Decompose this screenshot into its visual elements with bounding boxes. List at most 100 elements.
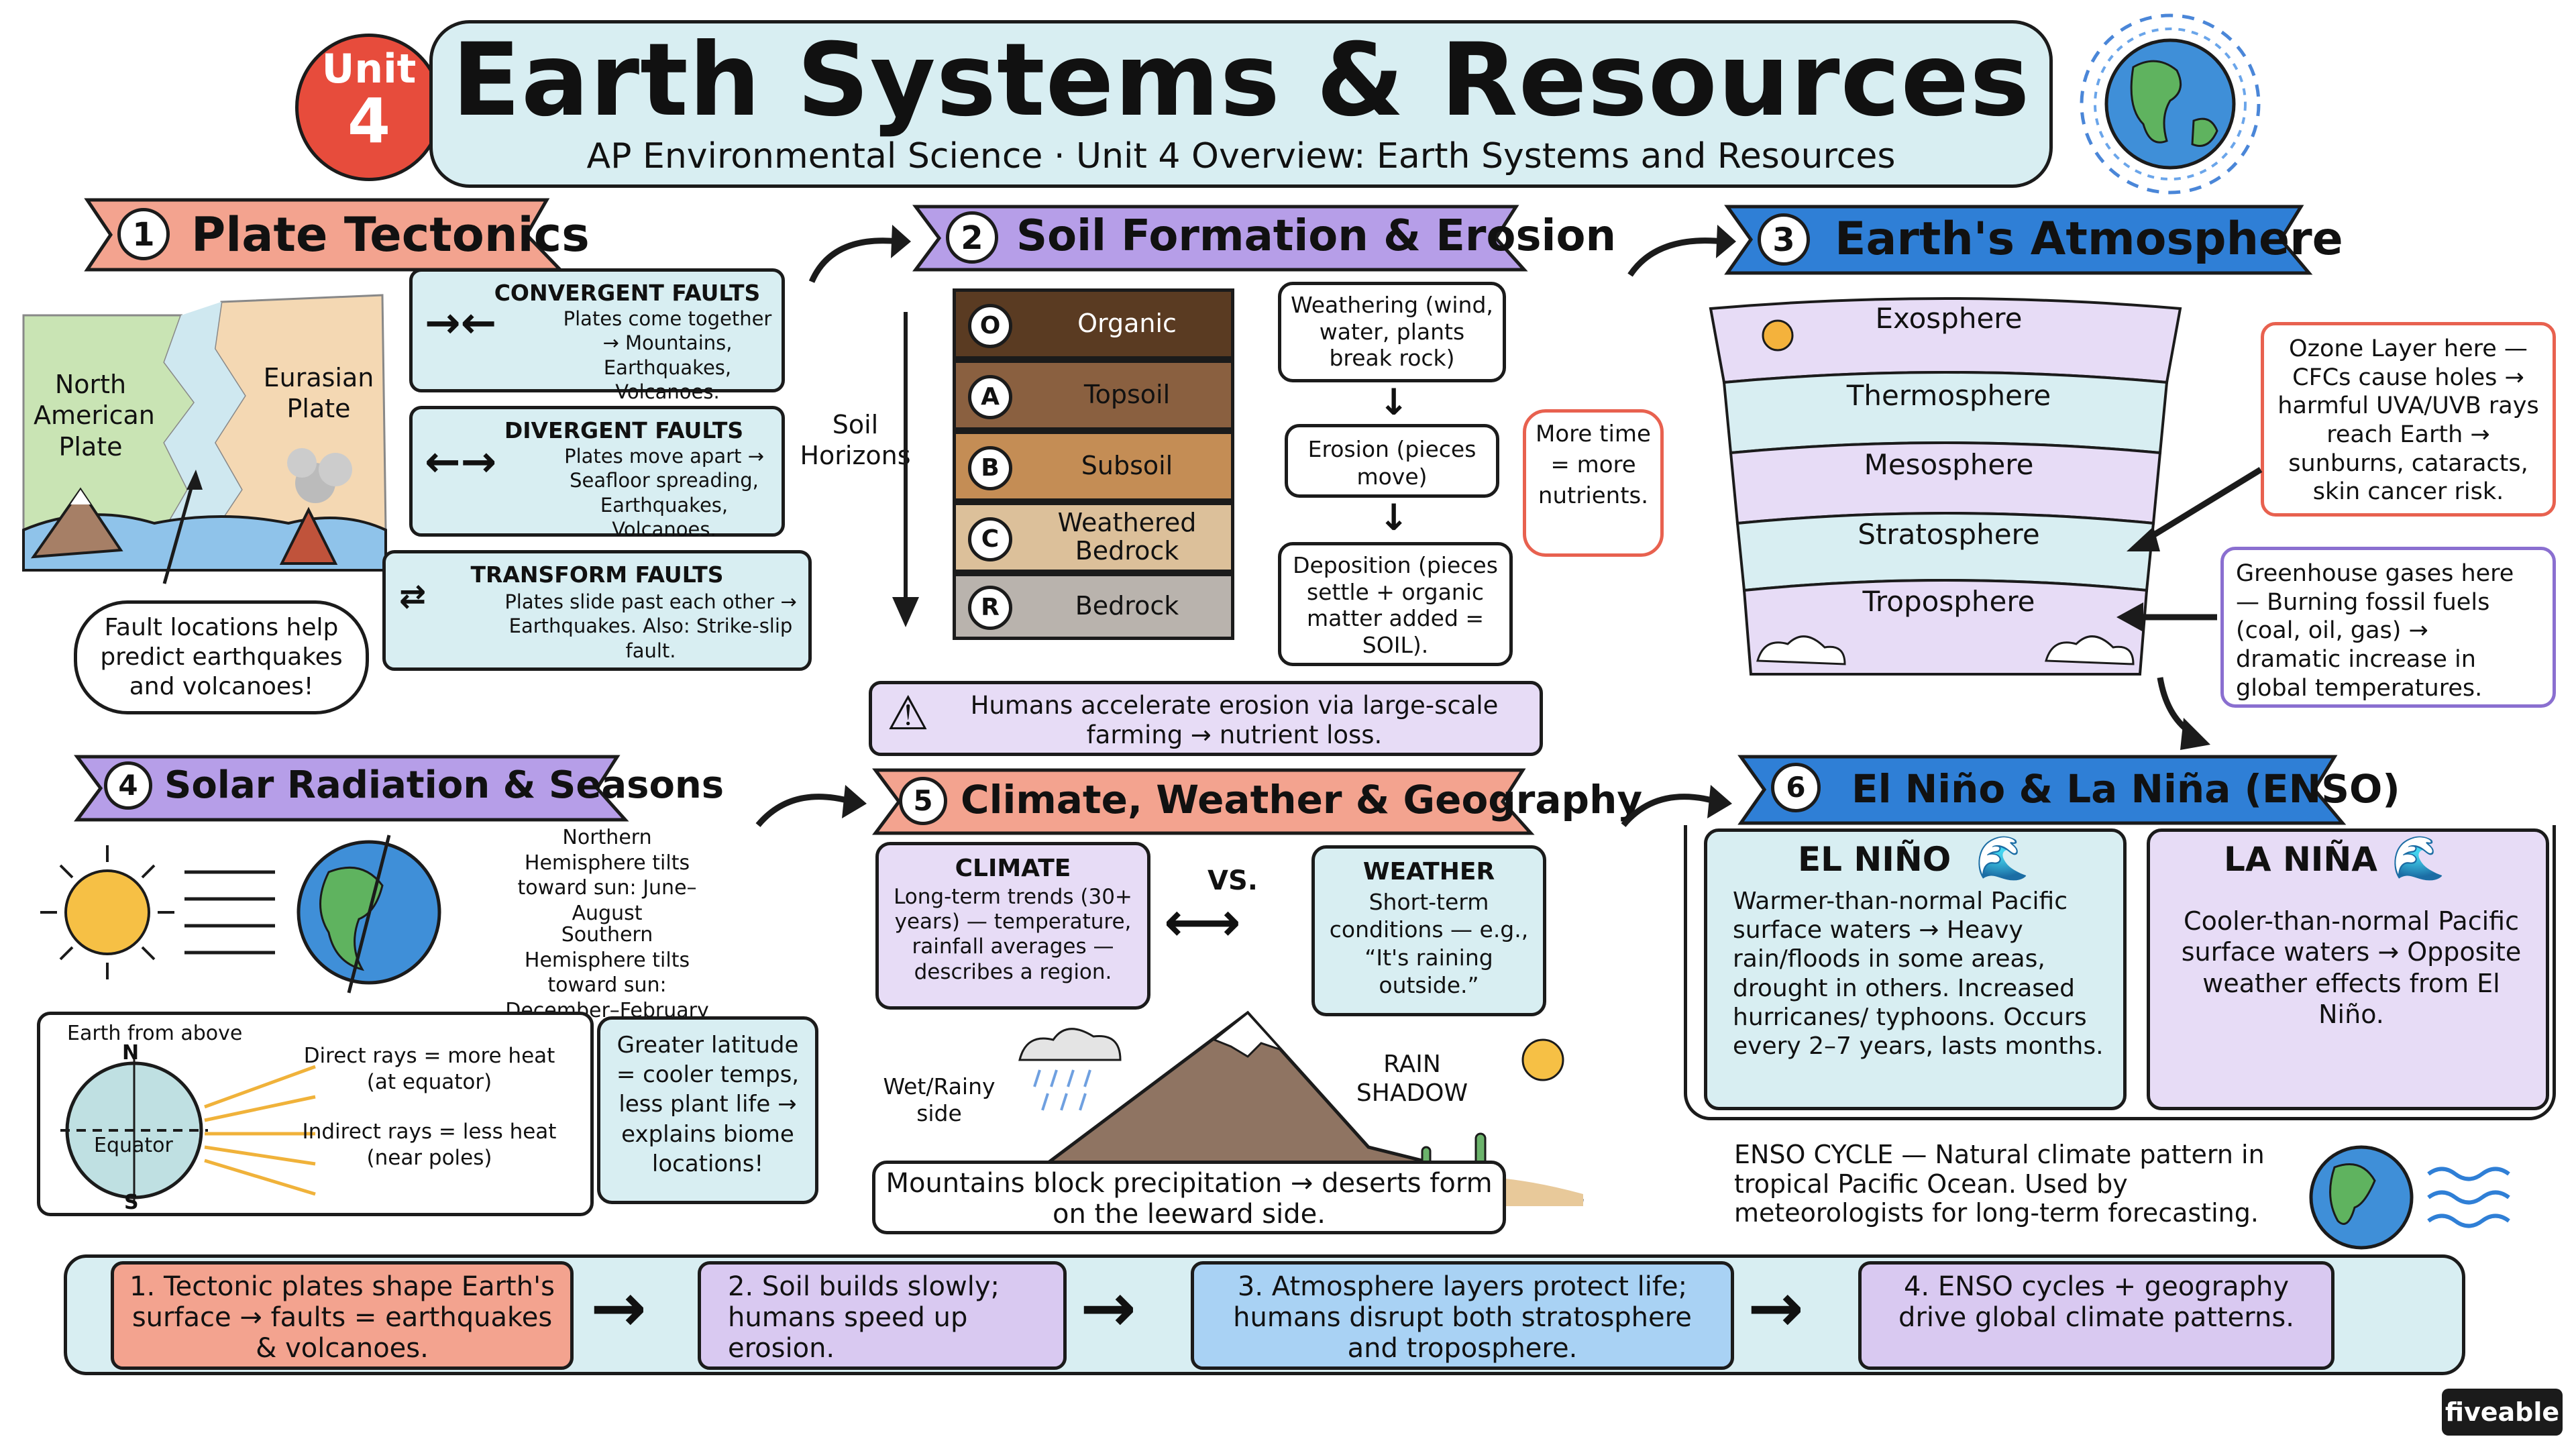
indirect-rays-note: Indirect rays = less heat (near poles) — [302, 1120, 557, 1170]
unit-number: 4 — [347, 85, 390, 157]
summary-arrow-2: → — [1080, 1269, 1136, 1347]
mountain-note: Mountains block precipitation → deserts … — [872, 1161, 1506, 1234]
soil-layer-r: R Bedrock — [953, 573, 1234, 640]
section-4-number: 4 — [104, 761, 152, 810]
deposition-box: Deposition (pieces settle + organic matt… — [1278, 542, 1513, 666]
section-6-title: El Niño & La Niña (ENSO) — [1851, 766, 2400, 812]
la-nina-card: LA NIÑA 🌊 Cooler-than-normal Pacific sur… — [2147, 828, 2549, 1110]
summary-item-4: 4. ENSO cycles + geography drive global … — [1858, 1261, 2334, 1370]
na-plate-label: North American Plate — [34, 370, 155, 462]
converge-arrows-icon: →← — [425, 299, 497, 348]
fault-bubble: Fault locations help predict earthquakes… — [74, 600, 369, 714]
flow-arrow-2-3 — [1627, 225, 1736, 277]
enso-cycle-text: — Natural climate pattern in tropical Pa… — [1734, 1140, 2265, 1228]
transform-text: Plates slide past each other → Earthquak… — [504, 590, 797, 662]
equator-label: Equator — [94, 1134, 173, 1157]
la-nina-title: LA NIÑA — [2224, 840, 2377, 879]
equator-diagram — [60, 1057, 316, 1204]
section-2-title: Soil Formation & Erosion — [1016, 211, 1616, 261]
enso-cycle-title: ENSO CYCLE — [1734, 1140, 1894, 1169]
el-nino-title: EL NIÑO — [1798, 840, 1951, 879]
weather-text: Short-term conditions — e.g., “It's rain… — [1329, 889, 1529, 998]
vs-label: VS. — [1208, 865, 1258, 896]
soil-layer-c: C Weathered Bedrock — [953, 502, 1234, 573]
section-3-banner — [1724, 205, 2313, 275]
erosion-warning: ⚠ Humans accelerate erosion via large-sc… — [869, 681, 1543, 756]
north-pole-label: N — [122, 1041, 140, 1065]
soil-layer-o: O Organic — [953, 288, 1234, 360]
wave-icon: 🌊 — [1976, 834, 2029, 883]
climate-text: Long-term trends (30+ years) — temperatu… — [894, 885, 1132, 984]
brand-logo: fiveable — [2442, 1389, 2563, 1436]
flow-arrow-1-2 — [808, 225, 911, 283]
soil-layer-b: B Subsoil — [953, 431, 1234, 502]
direct-rays-note: Direct rays = more heat (at equator) — [303, 1044, 555, 1094]
globe-icon — [2080, 13, 2261, 195]
summary-item-3: 3. Atmosphere layers protect life; human… — [1191, 1261, 1734, 1370]
atm-layer-mesosphere: Mesosphere — [1864, 448, 2034, 481]
from-above-label: Earth from above — [67, 1022, 243, 1045]
flow-arrow-5-6 — [1621, 785, 1732, 827]
divergent-card: DIVERGENT FAULTS Plates move apart → Sea… — [409, 406, 785, 541]
atm-layer-exosphere: Exosphere — [1875, 302, 2023, 335]
el-nino-text: Warmer-than-normal Pacific surface water… — [1733, 888, 2104, 1060]
summary-item-2: 2. Soil builds slowly; humans speed up e… — [698, 1261, 1067, 1370]
convergent-card: CONVERGENT FAULTS Plates come together →… — [409, 268, 785, 403]
transform-card: TRANSFORM FAULTS Plates slide past each … — [382, 550, 812, 671]
section-1-number: 1 — [117, 208, 170, 260]
weather-title: WEATHER — [1362, 858, 1495, 885]
flow-arrow-4-5 — [755, 785, 867, 827]
warning-icon: ⚠ — [887, 686, 929, 741]
wave-icon-2: 🌊 — [2392, 834, 2445, 883]
greenhouse-pointer-arrow — [2116, 602, 2217, 632]
summary-arrow-3: → — [1748, 1269, 1804, 1347]
divergent-title: DIVERGENT FAULTS — [504, 417, 744, 443]
north-tilt-note: Northern Hemisphere tilts toward sun: Ju… — [517, 826, 697, 925]
horizons-arrow — [892, 312, 919, 627]
section-4-title: Solar Radiation & Seasons — [164, 763, 724, 807]
ozone-pointer-arrow — [2127, 467, 2263, 551]
down-arrow-icon: ↓ — [1379, 381, 1409, 423]
convergent-title: CONVERGENT FAULTS — [494, 280, 761, 306]
greenhouse-note: Greenhouse gases here — Burning fossil f… — [2220, 547, 2556, 708]
section-5-number: 5 — [899, 777, 947, 825]
section-5-title: Climate, Weather & Geography — [961, 777, 1643, 822]
double-arrow-icon: ⟷ — [1164, 891, 1241, 953]
plate-illustration — [22, 294, 387, 584]
down-arrow-icon-2: ↓ — [1379, 496, 1409, 539]
atm-layer-thermosphere: Thermosphere — [1846, 379, 2051, 412]
section-3-title: Earth's Atmosphere — [1835, 213, 2343, 266]
transform-arrows-icon: ⇄ — [399, 578, 427, 615]
weathering-box: Weathering (wind, water, plants break ro… — [1278, 282, 1506, 382]
section-4-banner — [74, 755, 629, 822]
section-6-number: 6 — [1771, 763, 1821, 812]
page-title: Earth Systems & Resources — [451, 22, 2031, 139]
transform-title: TRANSFORM FAULTS — [470, 561, 724, 588]
page-subtitle: AP Environmental Science · Unit 4 Overvi… — [586, 136, 1896, 176]
section-1-title: Plate Tectonics — [191, 207, 590, 262]
climate-title: CLIMATE — [955, 855, 1071, 882]
south-tilt-note: Southern Hemisphere tilts toward sun: De… — [505, 923, 709, 1022]
enso-cycle-note: ENSO CYCLE — Natural climate pattern in … — [1734, 1140, 2318, 1228]
weather-card: WEATHER Short-term conditions — e.g., “I… — [1311, 845, 1546, 1016]
flow-arrow-3-6 — [2157, 677, 2210, 750]
unit-badge: Unit 4 — [295, 34, 443, 181]
climate-card: CLIMATE Long-term trends (30+ years) — t… — [875, 842, 1150, 1010]
atmosphere-diagram — [1709, 297, 2182, 676]
summary-arrow-1: → — [590, 1269, 647, 1347]
rain-shadow-label: RAIN SHADOW — [1356, 1051, 1468, 1108]
wet-side-label: Wet/Rainy side — [883, 1073, 996, 1126]
ozone-note: Ozone Layer here — CFCs cause holes → ha… — [2261, 322, 2556, 517]
latitude-note: Greater latitude = cooler temps, less pl… — [597, 1016, 818, 1204]
atm-layer-troposphere: Troposphere — [1862, 585, 2035, 618]
el-nino-card: EL NIÑO 🌊 Warmer-than-normal Pacific sur… — [1704, 828, 2127, 1110]
section-2-number: 2 — [946, 211, 998, 264]
soil-layer-a: A Topsoil — [953, 360, 1234, 431]
diverge-arrows-icon: ←→ — [425, 437, 497, 487]
summary-item-1: 1. Tectonic plates shape Earth's surface… — [111, 1261, 574, 1370]
enso-globe-icon — [2309, 1145, 2510, 1250]
unit-word: Unit — [321, 46, 417, 93]
title-banner — [429, 20, 2053, 188]
enso-bracket — [1684, 825, 2556, 1120]
divergent-text: Plates move apart → Seafloor spreading, … — [564, 445, 764, 541]
